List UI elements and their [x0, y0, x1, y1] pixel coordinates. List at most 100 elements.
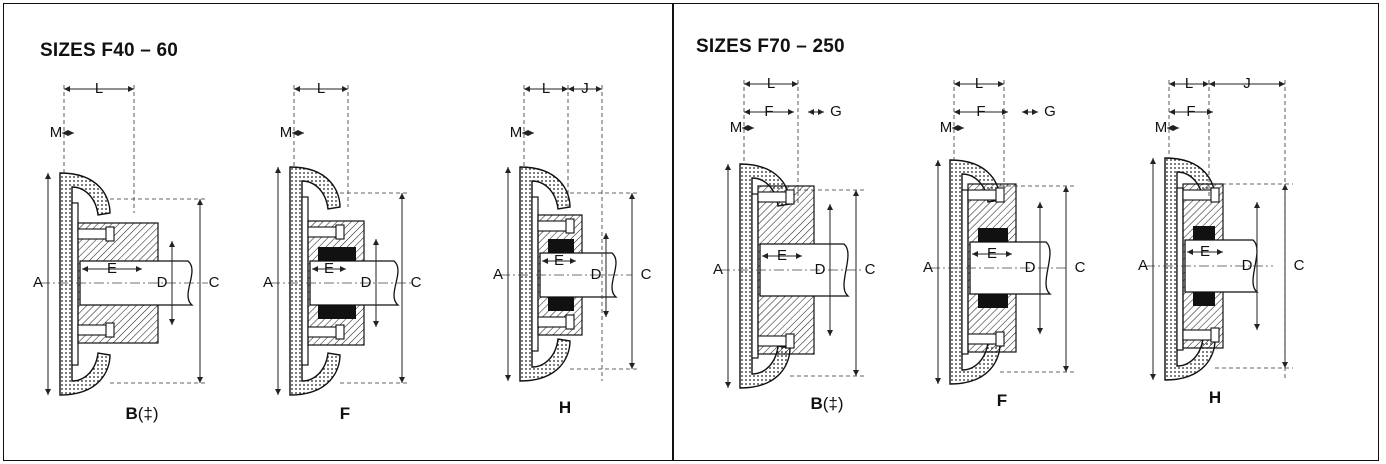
flange-plate — [531, 196, 539, 352]
caption-large-B: B(‡) — [810, 394, 844, 413]
clamp-bolt-bottom — [537, 316, 569, 328]
clamp-bolt-top — [967, 189, 999, 201]
drawing-large-F: A C D E L M F G — [923, 75, 1086, 385]
drawing-small-H: A C D E L M J — [493, 80, 652, 382]
bolt-head-bottom — [565, 314, 575, 330]
label-E: E — [324, 260, 334, 277]
taper-bush-top — [548, 239, 574, 253]
label-D: D — [1025, 259, 1036, 276]
clamp-bolt-bottom — [307, 326, 339, 338]
label-C: C — [209, 274, 220, 291]
flange-plate — [751, 193, 759, 359]
caption-large-F: F — [996, 391, 1008, 410]
label-C: C — [641, 266, 652, 283]
clamp-bolt-top — [307, 226, 339, 238]
bolt-head-top — [335, 224, 345, 240]
bolt-head-bottom — [105, 322, 115, 338]
label-E: E — [987, 245, 997, 262]
bolt-head-bottom — [995, 331, 1005, 347]
taper-bush-bottom — [548, 297, 574, 311]
label-D: D — [157, 274, 168, 291]
label-M: M — [280, 124, 293, 141]
label-D: D — [1242, 257, 1253, 274]
label-F: F — [1186, 103, 1195, 120]
taper-bush-bottom — [978, 294, 1008, 308]
label-M: M — [510, 124, 523, 141]
label-E: E — [1200, 243, 1210, 260]
panel-title-small-sizes: SIZES F40 – 60 — [40, 40, 178, 61]
drawing-large-H: A C D E L M J F — [1138, 75, 1305, 381]
label-F: F — [764, 103, 773, 120]
label-E: E — [777, 247, 787, 264]
bolt-head-top — [785, 189, 795, 205]
taper-bush-top — [318, 247, 356, 261]
label-A: A — [713, 261, 723, 278]
bolt-head-bottom — [785, 333, 795, 349]
label-A: A — [33, 274, 43, 291]
caption-large-H: H — [1208, 388, 1222, 407]
label-G: G — [1044, 103, 1056, 120]
label-M: M — [50, 124, 63, 141]
label-J: J — [581, 80, 589, 97]
taper-bush-bottom — [318, 305, 356, 319]
bolt-head-bottom — [1210, 327, 1220, 343]
clamp-bolt-top — [537, 220, 569, 232]
flange-plate — [301, 196, 309, 366]
label-G: G — [830, 103, 842, 120]
label-A: A — [263, 274, 273, 291]
bolt-head-top — [1210, 187, 1220, 203]
flexible-tyre — [59, 172, 111, 396]
clamp-bolt-top — [1182, 189, 1214, 201]
flange-plate — [1176, 187, 1184, 351]
clamp-bolt-bottom — [757, 335, 789, 347]
clamp-bolt-bottom — [77, 324, 109, 336]
bolt-head-top — [995, 187, 1005, 203]
label-A: A — [923, 259, 933, 276]
outer-frame — [3, 3, 1379, 461]
taper-bush-top — [1193, 226, 1215, 240]
caption-small-F: F — [339, 404, 351, 423]
label-A: A — [493, 266, 503, 283]
label-L: L — [95, 80, 103, 97]
drawing-small-F: A C D E L M — [263, 80, 422, 396]
label-C: C — [1075, 259, 1086, 276]
label-L: L — [767, 75, 775, 92]
label-J: J — [1243, 75, 1251, 92]
label-M: M — [730, 119, 743, 136]
label-C: C — [411, 274, 422, 291]
label-L: L — [542, 80, 550, 97]
clamp-bolt-bottom — [967, 333, 999, 345]
label-E: E — [107, 260, 117, 277]
label-D: D — [361, 274, 372, 291]
label-A: A — [1138, 257, 1148, 274]
caption-small-H: H — [558, 398, 572, 417]
shaft — [759, 243, 850, 297]
label-M: M — [940, 119, 953, 136]
caption-small-B: B(‡) — [125, 404, 159, 423]
taper-bush-bottom — [1193, 292, 1215, 306]
panel-divider — [672, 3, 674, 461]
flange-plate — [961, 189, 969, 355]
label-L: L — [1185, 75, 1193, 92]
label-D: D — [591, 266, 602, 283]
label-C: C — [1294, 257, 1305, 274]
label-L: L — [317, 80, 325, 97]
label-M: M — [1155, 119, 1168, 136]
bolt-head-bottom — [335, 324, 345, 340]
panel-title-large-sizes: SIZES F70 – 250 — [696, 36, 845, 57]
flexible-tyre — [289, 166, 341, 396]
label-L: L — [975, 75, 983, 92]
bolt-head-top — [105, 226, 115, 242]
flexible-tyre — [519, 166, 571, 382]
label-C: C — [865, 261, 876, 278]
label-F: F — [976, 103, 985, 120]
flexible-tyre — [1164, 157, 1216, 381]
flange-plate — [71, 202, 79, 366]
bolt-head-top — [565, 218, 575, 234]
taper-bush-top — [978, 228, 1008, 242]
clamp-bolt-top — [757, 191, 789, 203]
drawing-small-B: A C D E L M — [33, 80, 220, 396]
clamp-bolt-top — [77, 228, 109, 240]
label-E: E — [554, 252, 564, 269]
